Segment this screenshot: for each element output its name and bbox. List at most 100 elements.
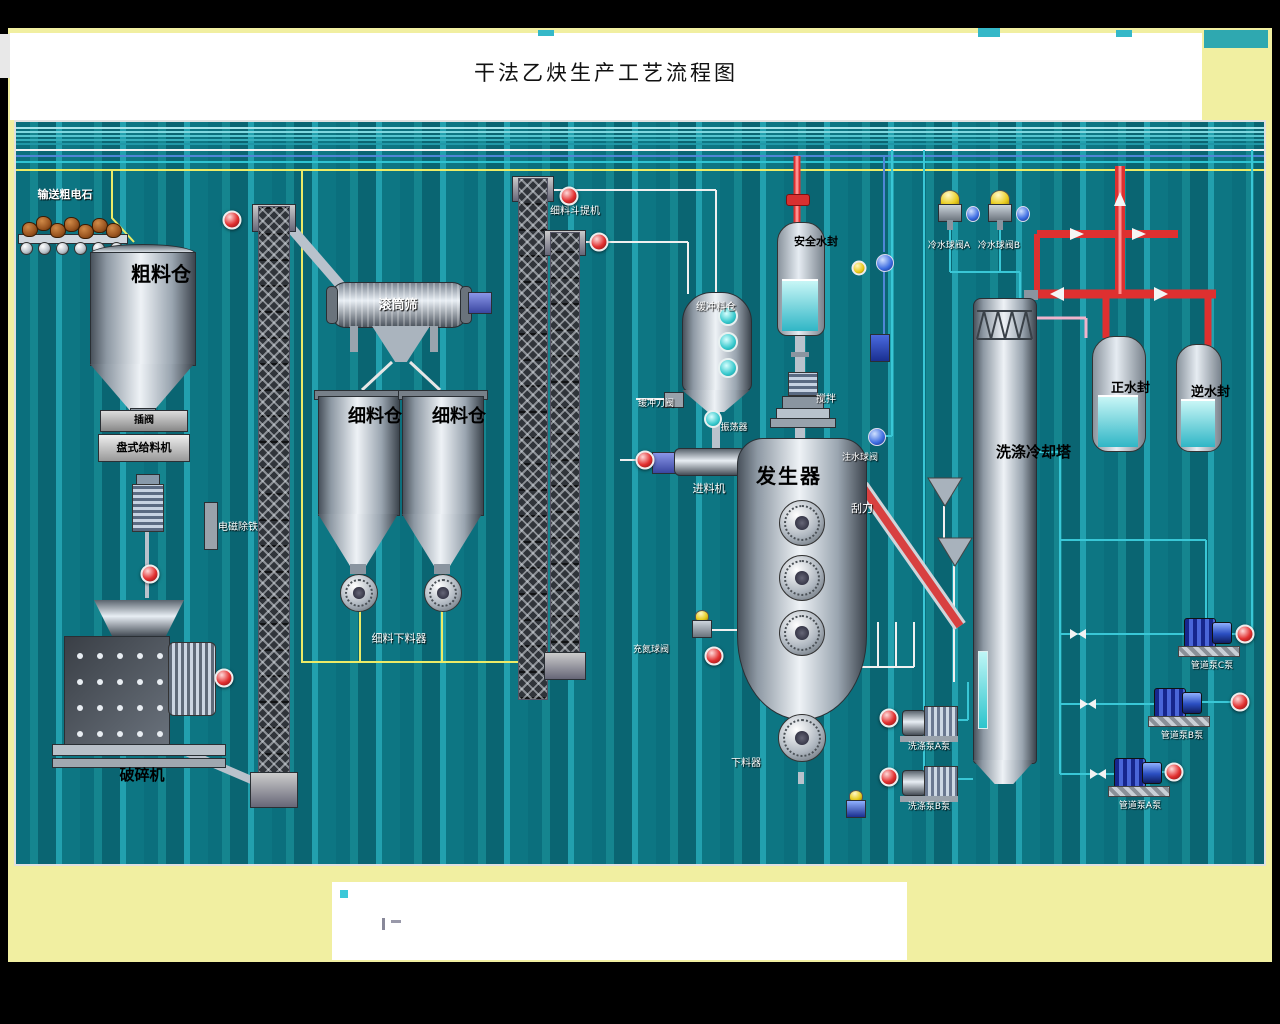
valve-stem bbox=[997, 220, 1003, 230]
page-title: 干法乙炔生产工艺流程图 bbox=[474, 61, 738, 85]
status-indicator[interactable] bbox=[140, 564, 160, 584]
crusher-rivet bbox=[97, 731, 103, 737]
washing-pump-a-label: 洗涤泵A泵 bbox=[907, 742, 951, 752]
status-indicator[interactable] bbox=[222, 210, 242, 230]
buffer-knife-valve[interactable] bbox=[664, 392, 684, 408]
ball-valve[interactable] bbox=[876, 254, 894, 272]
bucket-elevator-mid1 bbox=[518, 178, 548, 700]
gate-valve[interactable]: 插阀 bbox=[100, 410, 188, 432]
silo-stub bbox=[350, 564, 366, 574]
fine-silo-label: 细料仓 bbox=[432, 406, 486, 428]
status-indicator[interactable] bbox=[879, 708, 899, 728]
valve-body bbox=[692, 620, 712, 638]
crusher-body[interactable] bbox=[64, 636, 170, 748]
cold-water-valve-a-label: 冷水球阀A bbox=[927, 241, 971, 251]
conveyor-roller bbox=[20, 242, 33, 255]
scraper-pipe bbox=[856, 481, 966, 631]
status-indicator[interactable] bbox=[1235, 624, 1255, 644]
disc-feeder-label: 盘式给料机 bbox=[116, 441, 172, 454]
reverse-water-seal[interactable]: 逆水封 bbox=[1176, 344, 1230, 452]
pipeline-pump-c-label: 管道泵C泵 bbox=[1190, 661, 1234, 671]
discharge-flange bbox=[424, 574, 462, 612]
cold-water-valve-b[interactable] bbox=[988, 190, 1012, 230]
crusher-rivet bbox=[97, 705, 103, 711]
sight-glass bbox=[718, 306, 738, 326]
water-inject-valve[interactable] bbox=[868, 428, 886, 446]
screw-feeder[interactable] bbox=[674, 448, 746, 476]
safety-water-seal[interactable]: 安全水封 bbox=[777, 222, 838, 336]
glitch-rect bbox=[1116, 30, 1132, 37]
drain-valve[interactable] bbox=[846, 790, 866, 818]
pipe-bundle-top bbox=[16, 127, 1264, 171]
silo-cone bbox=[402, 514, 482, 566]
small-blue-device[interactable] bbox=[870, 334, 890, 362]
washing-pump-b[interactable] bbox=[900, 764, 958, 804]
nitrogen-valve-label: 充氮球阀 bbox=[632, 645, 669, 655]
positive-water-seal[interactable]: 正水封 bbox=[1092, 336, 1151, 452]
cold-water-valve-b-label: 冷水球阀B bbox=[977, 241, 1021, 251]
crusher-rivet bbox=[137, 653, 143, 659]
status-indicator[interactable] bbox=[1230, 692, 1250, 712]
pump-base bbox=[1148, 716, 1210, 727]
panel-mark bbox=[391, 920, 401, 923]
pipeline-pump-b[interactable] bbox=[1148, 686, 1212, 728]
red-valve-handle[interactable] bbox=[786, 194, 810, 206]
pipeline-pump-a[interactable] bbox=[1108, 756, 1172, 798]
status-indicator[interactable] bbox=[704, 646, 724, 666]
crusher-base bbox=[52, 744, 226, 756]
ball-valve[interactable] bbox=[1016, 206, 1030, 222]
oscillator-device[interactable] bbox=[704, 410, 722, 428]
fine-silo-left[interactable]: 细料仓 bbox=[314, 390, 404, 612]
status-indicator[interactable] bbox=[1164, 762, 1184, 782]
pipeline-pump-c[interactable] bbox=[1178, 616, 1242, 658]
process-diagram: 输送粗电石 粗料仓 插阀 盘式给料机 电磁除铁器 bbox=[14, 120, 1266, 866]
crusher-rivet bbox=[77, 679, 83, 685]
yellow-indicator[interactable] bbox=[851, 260, 867, 276]
fine-discharger-label: 细料下料器 bbox=[371, 632, 427, 645]
bottom-panel bbox=[332, 882, 907, 960]
drum-screen[interactable]: 滚筒筛 bbox=[326, 280, 496, 370]
bottom-discharger-label: 下料器 bbox=[731, 758, 761, 769]
screen-motor bbox=[468, 292, 492, 314]
pump-head bbox=[1212, 622, 1232, 644]
ball-valve[interactable] bbox=[966, 206, 980, 222]
screen-leg bbox=[430, 326, 438, 352]
status-indicator[interactable] bbox=[214, 668, 234, 688]
disc-feeder[interactable]: 盘式给料机 bbox=[98, 434, 190, 462]
conveyor-label: 输送粗电石 bbox=[37, 188, 93, 201]
washing-pump-a[interactable] bbox=[900, 704, 958, 744]
nitrogen-valve[interactable] bbox=[692, 610, 712, 638]
status-indicator[interactable] bbox=[559, 186, 579, 206]
coarse-silo[interactable]: 粗料仓 bbox=[90, 244, 196, 422]
status-indicator[interactable] bbox=[589, 232, 609, 252]
valve-body bbox=[846, 800, 866, 818]
crusher-label: 破碎机 bbox=[119, 766, 165, 784]
feeder-label: 进料机 bbox=[692, 482, 726, 495]
iron-remover[interactable] bbox=[204, 502, 218, 550]
feeder-motor[interactable] bbox=[132, 474, 164, 532]
pump-base bbox=[1108, 786, 1170, 797]
crusher-rivet bbox=[77, 731, 83, 737]
pipe-red-highlight bbox=[795, 156, 1122, 294]
crusher-rivet bbox=[157, 653, 163, 659]
elevator-mid-boot bbox=[544, 652, 586, 680]
status-indicator[interactable] bbox=[635, 450, 655, 470]
bucket-elevator-mid2 bbox=[550, 232, 580, 670]
status-indicator[interactable] bbox=[879, 767, 899, 787]
buffer-silo[interactable]: 缓冲料仓 bbox=[682, 290, 752, 420]
conveyor-roller bbox=[74, 242, 87, 255]
scraper-label: 刮刀 bbox=[851, 502, 873, 515]
fine-silo-right[interactable]: 细料仓 bbox=[398, 390, 488, 612]
washing-tower[interactable]: 洗涤冷却塔 bbox=[973, 298, 1071, 764]
title-bar: 干法乙炔生产工艺流程图 bbox=[10, 33, 1202, 120]
cold-water-valve-a[interactable] bbox=[938, 190, 962, 230]
oscillator-label: 振荡器 bbox=[720, 423, 748, 433]
water-inject-valve-label: 注水球阀 bbox=[841, 453, 878, 463]
positive-water-seal-label: 正水封 bbox=[1111, 381, 1151, 396]
pump-head bbox=[902, 770, 926, 796]
screen-leg bbox=[350, 326, 358, 352]
sight-glass bbox=[718, 332, 738, 352]
conveyor-frame bbox=[18, 234, 128, 244]
corner-block bbox=[1204, 30, 1268, 48]
